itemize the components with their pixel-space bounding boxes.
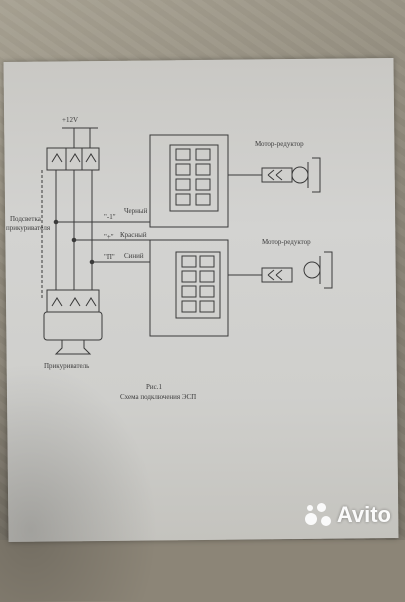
red-wire-tag: "+" bbox=[104, 233, 114, 241]
black-wire-tag: "-1" bbox=[104, 213, 116, 221]
top-switch-block bbox=[46, 147, 100, 171]
connector-top bbox=[149, 134, 229, 228]
figure-number: Рис.1 bbox=[146, 383, 162, 391]
connector-bottom bbox=[149, 239, 229, 337]
red-wire-label: Красный bbox=[120, 231, 147, 239]
motor-bottom-label: Мотор-редуктор bbox=[262, 238, 311, 246]
avito-dots-icon bbox=[304, 503, 333, 527]
wiring-diagram bbox=[41, 127, 333, 355]
blue-wire-tag: "П" bbox=[104, 253, 115, 261]
supply-label: +12V bbox=[62, 116, 79, 124]
black-wire-label: Черный bbox=[124, 207, 148, 215]
lighter-label: Прикуриватель bbox=[44, 362, 90, 370]
motor-top-label: Мотор-редуктор bbox=[255, 140, 304, 148]
figure-caption: Схема подключения ЭСП bbox=[120, 393, 197, 401]
blue-wire-label: Синий bbox=[124, 252, 144, 260]
avito-logo-text: Avito bbox=[336, 502, 391, 527]
avito-watermark: Avito bbox=[304, 502, 391, 528]
backlight-label: Подсветка bbox=[10, 215, 41, 223]
backlight-label-2: прикуривателя bbox=[6, 224, 51, 232]
